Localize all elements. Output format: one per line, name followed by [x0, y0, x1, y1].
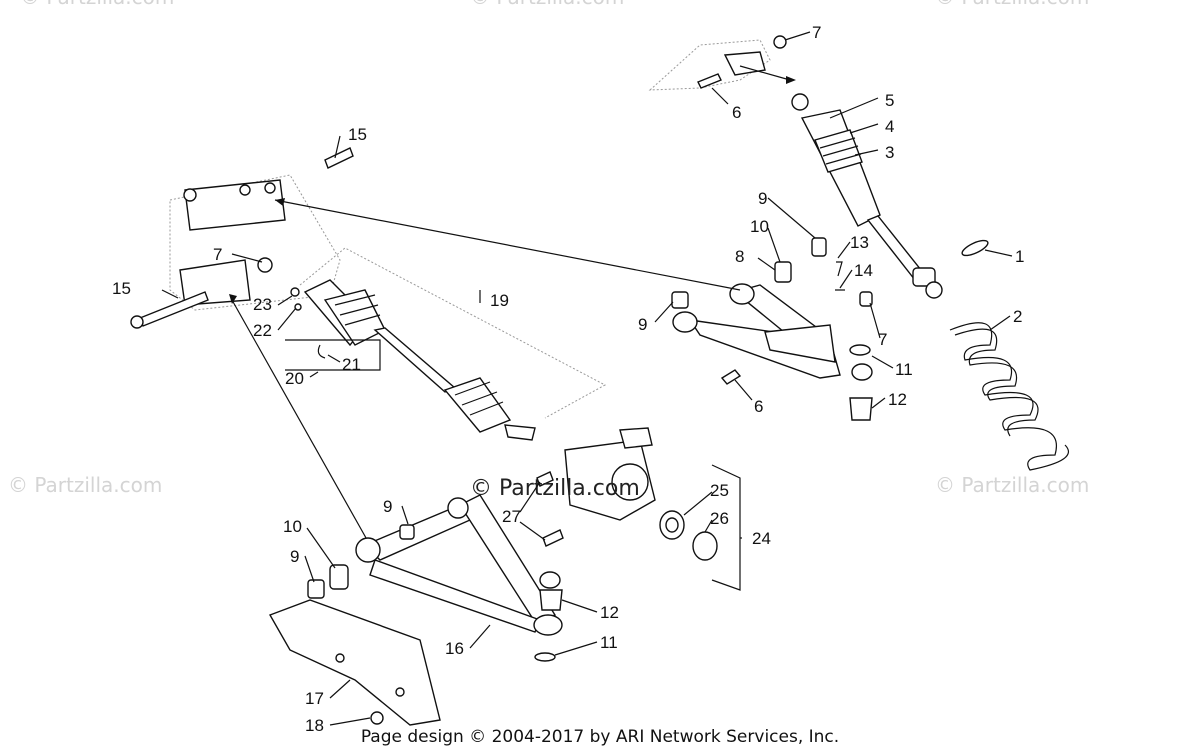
callout-15b: 15 [112, 279, 131, 298]
callout-11a: 11 [895, 360, 913, 379]
drive-axle [299, 247, 607, 441]
callout-13: 13 [850, 233, 869, 252]
watermark-mid-right: © Partzilla.com [935, 473, 1089, 497]
callout-4: 4 [885, 117, 894, 136]
footer-copyright: Page design © 2004-2017 by ARI Network S… [361, 727, 839, 747]
retainer-clip-1 [961, 239, 989, 257]
callout-6b: 6 [754, 397, 763, 416]
callout-9a: 9 [758, 189, 767, 208]
callout-24: 24 [752, 529, 771, 548]
callout-17: 17 [305, 689, 324, 708]
callout-8: 8 [735, 247, 744, 266]
callout-11b: 11 [600, 633, 618, 652]
callout-7a: 7 [812, 23, 821, 42]
clip-23 [290, 287, 300, 297]
shock-absorber [791, 93, 943, 299]
callout-25: 25 [710, 481, 729, 500]
callout-18: 18 [305, 716, 324, 735]
hub-group-bracket-24 [711, 464, 741, 591]
callout-5: 5 [885, 91, 894, 110]
leader-frame-to-upper-arm [274, 199, 741, 291]
steering-knuckle [536, 427, 656, 547]
callout-15a: 15 [348, 125, 367, 144]
callout-10a: 10 [750, 217, 769, 236]
upper-a-arm [671, 237, 873, 421]
callout-27: 27 [502, 507, 521, 526]
callout-3: 3 [885, 143, 894, 162]
callout-19: 19 [490, 291, 509, 310]
clamp-21 [317, 344, 326, 359]
callout-10b: 10 [283, 517, 302, 536]
leader-lines [161, 31, 1013, 726]
bearing-25 [659, 510, 685, 540]
callout-12b: 12 [600, 603, 619, 622]
watermark-center: © Partzilla.com [470, 476, 640, 501]
callout-20: 20 [285, 369, 304, 388]
clip-22 [294, 303, 302, 311]
callout-9b: 9 [638, 315, 647, 334]
callout-7b: 7 [878, 330, 887, 349]
retaining-ring-26 [692, 531, 718, 561]
upper-frame-bracket [648, 35, 796, 91]
leader-frame-to-lower-arm [231, 299, 371, 546]
callout-7c: 7 [213, 245, 222, 264]
callout-2: 2 [1013, 307, 1022, 326]
callout-22: 22 [253, 321, 272, 340]
callout-21: 21 [342, 355, 361, 374]
callout-14: 14 [854, 261, 873, 280]
callout-1: 1 [1015, 247, 1024, 266]
watermark-mid-left: © Partzilla.com [8, 473, 162, 497]
callout-16: 16 [445, 639, 464, 658]
callout-6a: 6 [732, 103, 741, 122]
boot-kit-bracket-20 [285, 339, 381, 371]
callout-9d: 9 [290, 547, 299, 566]
callout-9c: 9 [383, 497, 392, 516]
coil-spring [949, 322, 1070, 471]
watermark-top-center: © Partzilla.com [470, 0, 624, 9]
callout-26: 26 [710, 509, 729, 528]
skid-plate [268, 599, 441, 726]
callout-labels: 1 2 3 4 5 6 6 7 7 7 8 9 9 9 9 10 10 11 1… [112, 23, 1024, 735]
callout-23: 23 [253, 295, 272, 314]
watermark-top-left: © Partzilla.com [20, 0, 174, 9]
lower-a-arm [307, 494, 563, 662]
callout-12a: 12 [888, 390, 907, 409]
watermark-top-right: © Partzilla.com [935, 0, 1089, 9]
